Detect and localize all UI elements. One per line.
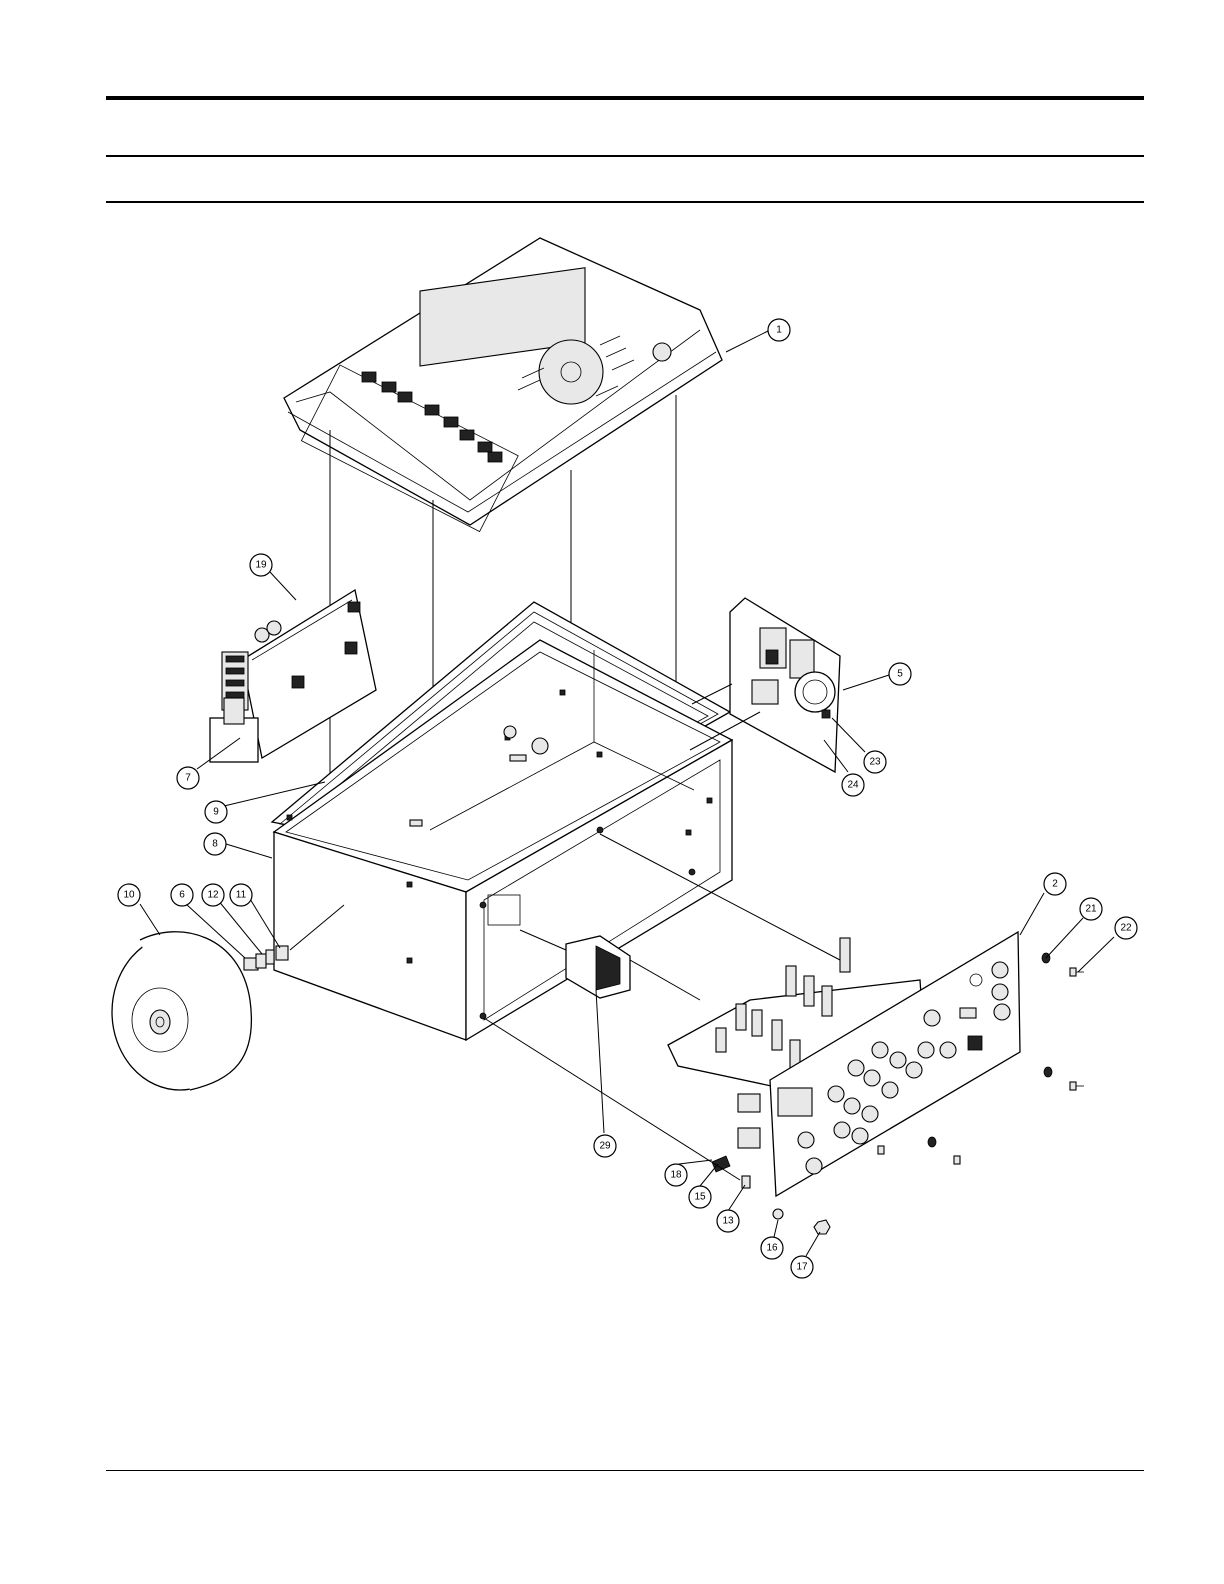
svg-text:19: 19 (255, 560, 267, 571)
circuit-board-left (210, 590, 376, 762)
svg-text:7: 7 (185, 773, 191, 784)
svg-text:6: 6 (179, 890, 185, 901)
callout-5: 5 (889, 663, 911, 685)
callout-6: 6 (171, 884, 193, 906)
callout-15: 15 (689, 1186, 711, 1208)
callout-17: 17 (791, 1256, 813, 1278)
callout-18: 18 (665, 1164, 687, 1186)
callout-12: 12 (202, 884, 224, 906)
callout-9: 9 (205, 801, 227, 823)
svg-text:1: 1 (776, 325, 782, 336)
callout-13: 13 (717, 1210, 739, 1232)
svg-text:22: 22 (1120, 923, 1132, 934)
callout-21: 21 (1080, 898, 1102, 920)
callout-19: 19 (250, 554, 272, 576)
svg-text:2: 2 (1052, 879, 1058, 890)
callout-22: 22 (1115, 917, 1137, 939)
svg-text:23: 23 (869, 757, 881, 768)
svg-text:15: 15 (694, 1192, 706, 1203)
svg-text:18: 18 (670, 1170, 682, 1181)
svg-text:8: 8 (212, 839, 218, 850)
svg-text:29: 29 (599, 1141, 611, 1152)
svg-text:9: 9 (213, 807, 219, 818)
svg-text:5: 5 (897, 669, 903, 680)
callout-24: 24 (842, 774, 864, 796)
top-cover-panel (284, 238, 722, 532)
svg-text:21: 21 (1085, 904, 1097, 915)
callout-7: 7 (177, 767, 199, 789)
svg-text:24: 24 (847, 780, 859, 791)
callout-2: 2 (1044, 873, 1066, 895)
callout-10: 10 (118, 884, 140, 906)
callout-16: 16 (761, 1237, 783, 1259)
svg-text:17: 17 (796, 1262, 808, 1273)
svg-text:13: 13 (722, 1216, 734, 1227)
callout-1: 1 (768, 319, 790, 341)
svg-text:12: 12 (207, 890, 219, 901)
callout-29: 29 (594, 1135, 616, 1157)
callout-23: 23 (864, 751, 886, 773)
svg-text:11: 11 (236, 890, 247, 901)
callout-11: 11 (230, 884, 252, 906)
svg-text:10: 10 (123, 890, 135, 901)
svg-text:16: 16 (766, 1243, 778, 1254)
callout-8: 8 (204, 833, 226, 855)
